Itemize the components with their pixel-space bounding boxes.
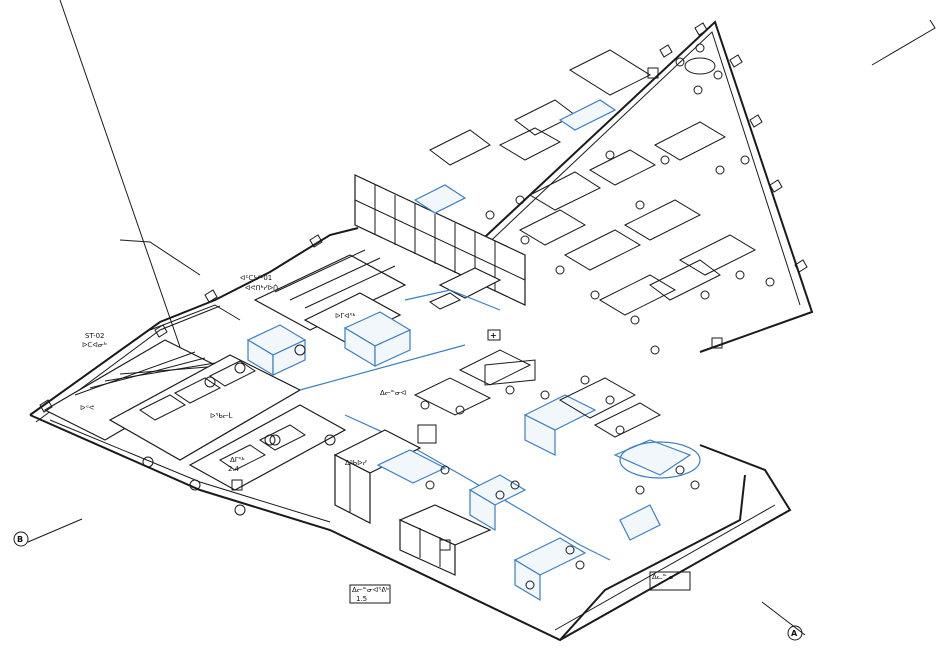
dim1-label: 2.4: [228, 465, 240, 473]
marker-a-label: A: [791, 629, 798, 638]
wall-column-markers: [39, 22, 808, 516]
room-tl-sub: ᐅᑕᐊᓂᒃ: [82, 341, 107, 349]
workstations-upper: [413, 43, 775, 355]
area1-label: ᐃᓕᓐᓂᐊᕐᕕᒃ: [352, 586, 389, 594]
corridor-label: ᐃᓕᓐᓂᐊ: [380, 389, 406, 397]
marker-b-label: B: [17, 535, 23, 544]
area2-label: ᐃᓚᓐᓄ: [652, 573, 673, 581]
room-top-sub: ᐊᕙᑎᒃᓯᐅᑏ: [245, 284, 278, 292]
storage-label: ᐅᕝᕙ: [80, 404, 94, 412]
section-marker-a: A: [761, 601, 806, 641]
room-tl-label: ST-02: [85, 332, 105, 340]
office-label: ᐅᒥᐊᖅ: [335, 312, 356, 320]
section-marker-b: B: [13, 518, 83, 547]
dim2-label: 1.5: [356, 595, 367, 603]
toilet-label: ᐅᖃᓕᒫ: [210, 412, 233, 420]
central-stair: ᐅᒥᐊᖅ ᐊᑦᑕᓴᑦ-01 ᐊᕙᑎᒃᓯᐅᑏ: [240, 249, 407, 343]
toilet-block: ᐅᖃᓕᒫ ᐃᒥᖅ 2.4: [108, 354, 347, 491]
section-marker-top: [119, 19, 936, 276]
dimension-tags: ᐃᓕᓐᓂᐊᕐᕕᒃ 1.5 ᐃᓚᓐᓄ ᐃᓕᓐᓂᐊ: [349, 389, 691, 604]
kitchen-area: ᐃᖃᐅᓯ: [333, 429, 587, 602]
wc-label: ᐃᒥᖅ: [230, 456, 245, 464]
reception-desks: [246, 311, 412, 377]
stair-block: ST-02 ᐅᑕᐊᓂᒃ ᐅᕝᕙ: [43, 0, 241, 441]
kitchen-label: ᐃᖃᐅᓯ: [345, 459, 367, 467]
workstations-lower: [523, 375, 701, 541]
exterior-walls: [29, 20, 814, 642]
plus-marker-center: +: [490, 331, 497, 340]
plus-markers: [231, 67, 723, 551]
central-meeting: [413, 349, 536, 444]
room-top-label: ᐊᑦᑕᓴᑦ-01: [240, 274, 272, 282]
lounge-sofa: +: [428, 267, 502, 341]
